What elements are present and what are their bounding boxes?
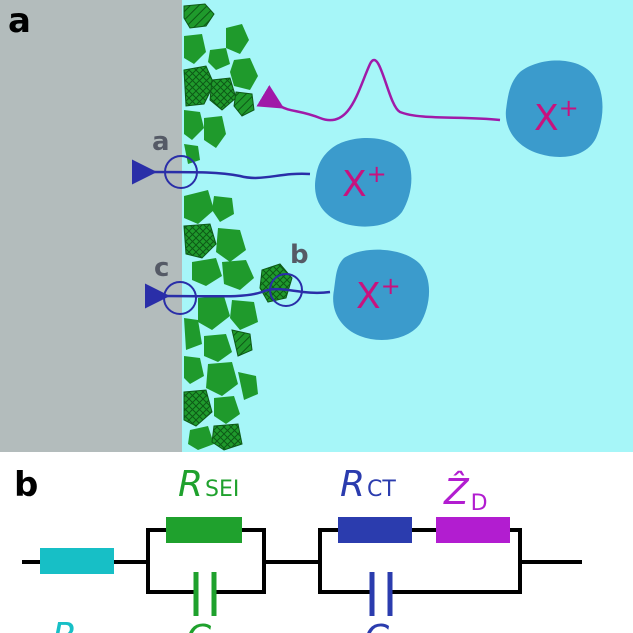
- site-label-c: c: [154, 253, 169, 283]
- ion-label: X+: [342, 160, 387, 205]
- sei-particle: [184, 34, 206, 64]
- sei-particle: [230, 58, 258, 90]
- site-circle-c: [163, 281, 197, 315]
- sei-particle: [231, 329, 253, 357]
- pathway-blue-b: [144, 283, 331, 309]
- sei-particle: [184, 356, 204, 384]
- ion-label: X+: [534, 94, 579, 139]
- site-circle-b: [269, 273, 303, 307]
- site-label-a: a: [152, 127, 170, 157]
- sei-particle: [233, 91, 255, 117]
- sei-particle: [198, 296, 230, 330]
- sei-particle: [222, 260, 254, 290]
- sei-particle: [230, 300, 258, 330]
- sei-particle: [208, 48, 230, 70]
- site-circle-a: [164, 155, 198, 189]
- sei-particle: [184, 318, 202, 350]
- sei-particle: [183, 3, 215, 29]
- resistor-electrolyte: [40, 548, 114, 574]
- sei-particle: [184, 110, 204, 140]
- ion-blob-bottom: X+: [333, 249, 430, 340]
- capacitor-dl: [369, 572, 393, 616]
- sei-particle: [226, 24, 249, 54]
- label-z-d: ẐD: [443, 471, 488, 516]
- label-r-electrolyte: R: [52, 616, 77, 633]
- sei-particle: [204, 334, 232, 362]
- electrode-region: [0, 0, 182, 452]
- ion-blob-middle: X+: [315, 137, 412, 227]
- pathway-blue-a: [131, 159, 311, 185]
- sei-particle: [204, 116, 226, 148]
- sei-particle: [183, 223, 217, 259]
- sei-particle: [183, 65, 215, 107]
- label-r-sei: RSEI: [178, 464, 239, 505]
- sei-particle: [209, 77, 237, 111]
- resistor-sei: [166, 517, 242, 543]
- ion-label: X+: [356, 272, 401, 317]
- sei-particle: [184, 190, 214, 224]
- sei-particle: [216, 228, 246, 262]
- sei-particle: [214, 396, 240, 424]
- capacitor-sei: [193, 572, 217, 616]
- sei-particle: [184, 144, 200, 164]
- sei-particle: [206, 362, 238, 396]
- site-label-b: b: [290, 240, 309, 270]
- label-c-sei: C: [186, 618, 212, 633]
- sei-particle: [192, 258, 222, 286]
- sei-particle: [188, 426, 214, 450]
- label-c-dl: C: [364, 618, 390, 633]
- sei-particle: [212, 196, 234, 222]
- ion-blob-top: X+: [505, 60, 603, 157]
- panel-label-a: a: [8, 1, 31, 41]
- sei-particle: [211, 423, 243, 451]
- sei-layer: [183, 3, 293, 451]
- pathway-purple: [256, 59, 501, 122]
- label-r-ct: RCT: [340, 464, 396, 505]
- panel-label-b: b: [14, 465, 38, 505]
- sei-particle: [183, 389, 213, 427]
- resistor-ct: [338, 517, 412, 543]
- sei-particle: [238, 372, 258, 400]
- impedance-diffusion: [436, 517, 510, 543]
